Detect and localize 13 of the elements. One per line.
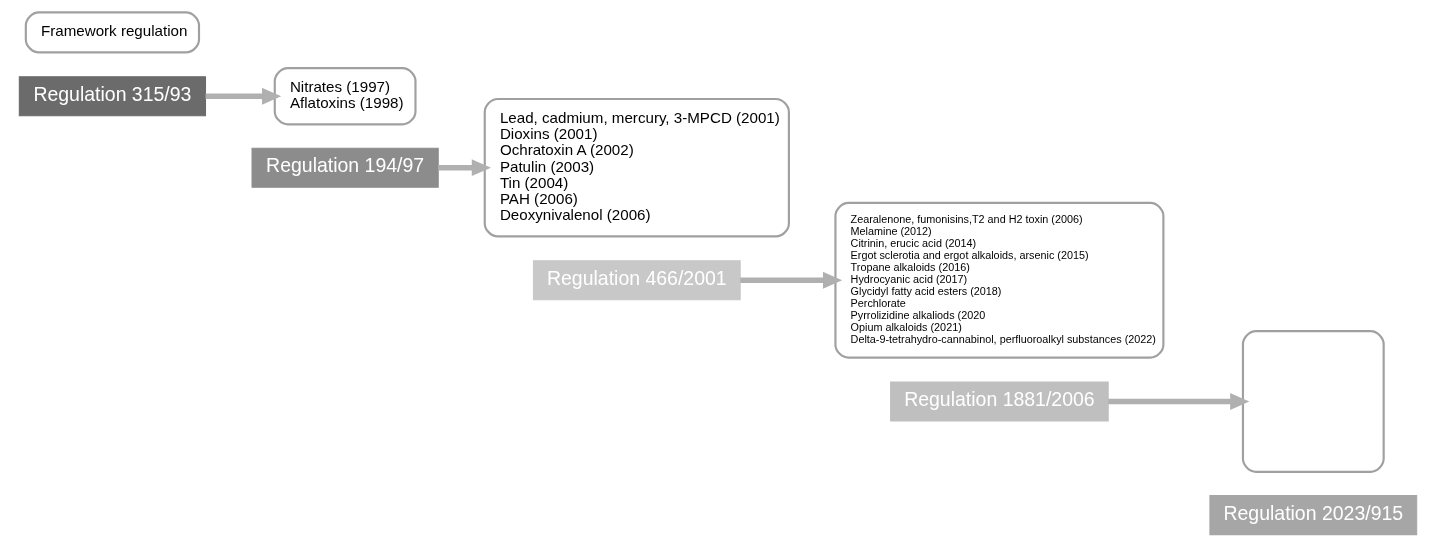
node-box: Regulation 1881/2006 bbox=[889, 381, 1109, 422]
arrow bbox=[739, 271, 842, 289]
node-box: Framework regulation bbox=[24, 11, 200, 54]
node-box: Regulation 315/93 bbox=[18, 76, 206, 117]
node-box: Regulation 194/97 bbox=[251, 147, 439, 188]
node-box: Zearalenone, fumonisins,T2 and H2 toxin (2006) Melamine (2012) Citrinin, erucic acid (2014) Ergot sclerotia and ergot alkaloids, arsenic (2015) Tropane alkaloids (2016) Hydrocyanic acid (2017) Glycidyl fatty acid esters (2018) Perchlorate Pyrrolizidine alkaliods (2020 Opium alkaloids (2021) Delta-9-tetrahydro-cannabinol, perfluoroalkyl substances (2022) bbox=[833, 201, 1164, 359]
node-box: Regulation 2023/915 bbox=[1208, 495, 1417, 536]
arrow bbox=[437, 159, 491, 177]
arrow bbox=[1107, 393, 1249, 410]
node-box: Lead, cadmium, mercury, 3-MPCD (2001) Dioxins (2001) Ochratoxin A (2002) Patulin (2003) Tin (2004) PAH (2006) Deoxynivalenol (2006) bbox=[483, 97, 790, 238]
arrow bbox=[205, 87, 281, 105]
node-box: Nitrates (1997) Aflatoxins (1998) bbox=[273, 67, 417, 126]
node-box bbox=[1241, 330, 1385, 473]
